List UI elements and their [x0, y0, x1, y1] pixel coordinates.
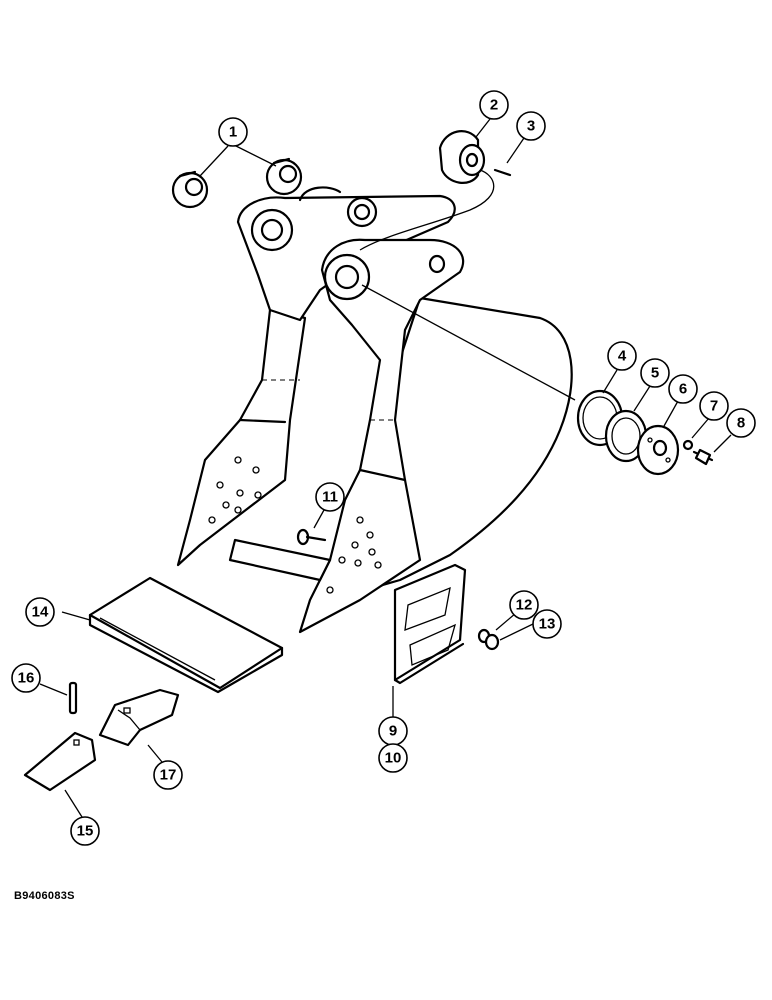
- callout-6: 6: [668, 374, 698, 404]
- figure-id: B9406083S: [14, 890, 75, 902]
- nut-washer: [477, 628, 500, 651]
- svg-text:1: 1: [229, 124, 237, 141]
- svg-text:11: 11: [322, 489, 338, 506]
- callout-14: 14: [25, 597, 55, 627]
- svg-text:7: 7: [710, 398, 718, 415]
- svg-text:17: 17: [160, 767, 177, 784]
- svg-text:10: 10: [385, 750, 402, 767]
- tooth-pin: [68, 681, 78, 715]
- callout-15: 15: [70, 816, 100, 846]
- svg-text:4: 4: [618, 348, 627, 365]
- tooth-adapter: [98, 688, 180, 747]
- callout-7: 7: [699, 391, 729, 421]
- bucket-body: [176, 186, 573, 634]
- callout-1: 1: [218, 117, 248, 147]
- wear-plate: [88, 576, 284, 694]
- tooth: [23, 731, 97, 792]
- callout-10: 10: [378, 743, 408, 773]
- callout-11: 11: [315, 482, 345, 512]
- svg-text:5: 5: [651, 365, 659, 382]
- svg-text:9: 9: [389, 723, 397, 740]
- callout-5: 5: [640, 358, 670, 388]
- callout-13: 13: [532, 609, 562, 639]
- callout-9: 9: [378, 716, 408, 746]
- callout-4: 4: [607, 341, 637, 371]
- callout-3: 3: [516, 111, 546, 141]
- callout-17: 17: [153, 760, 183, 790]
- svg-text:16: 16: [18, 670, 35, 687]
- svg-text:8: 8: [737, 415, 745, 432]
- svg-text:12: 12: [516, 597, 533, 614]
- svg-text:6: 6: [679, 381, 687, 398]
- shims-cap-bolt: [576, 389, 714, 476]
- bushings: [171, 157, 303, 209]
- leader-lines: [39, 118, 732, 818]
- svg-text:2: 2: [490, 97, 498, 114]
- svg-text:13: 13: [539, 616, 556, 633]
- callout-8: 8: [726, 408, 756, 438]
- svg-text:3: 3: [527, 118, 535, 135]
- callout-12: 12: [509, 590, 539, 620]
- side-cutter: [393, 563, 467, 685]
- svg-text:15: 15: [77, 823, 94, 840]
- side-bolt: [296, 528, 327, 546]
- pin-and-retainer: [359, 130, 512, 251]
- svg-text:14: 14: [32, 604, 49, 621]
- callout-2: 2: [479, 90, 509, 120]
- callout-16: 16: [11, 663, 41, 693]
